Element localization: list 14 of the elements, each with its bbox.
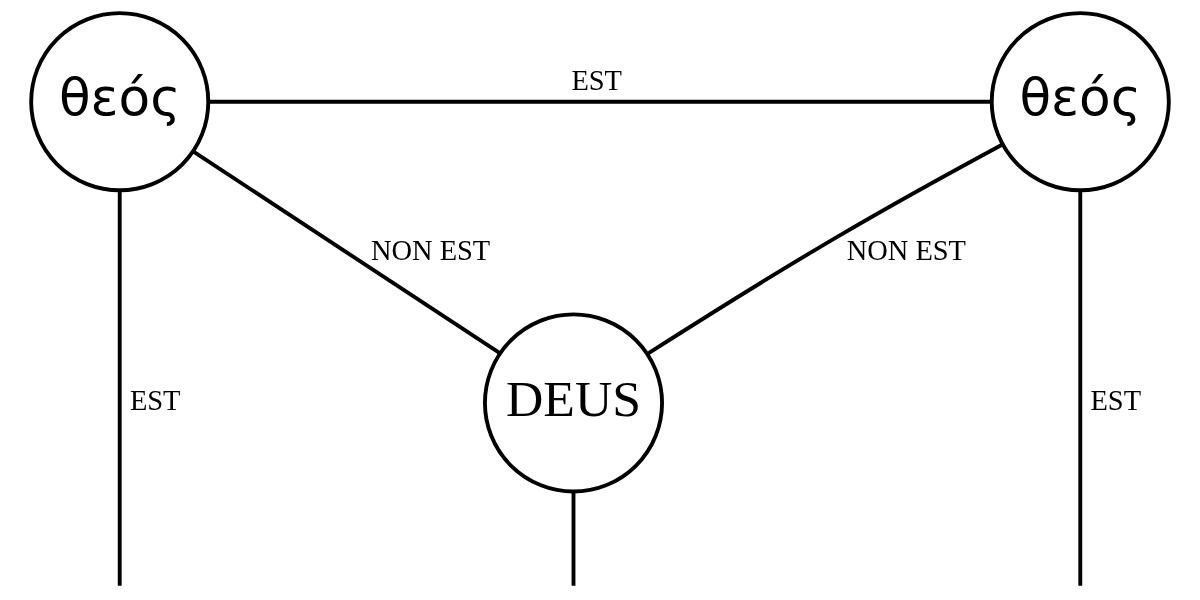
connector <box>192 149 501 355</box>
connector <box>208 99 992 104</box>
connector <box>571 491 576 586</box>
connector <box>646 142 1004 356</box>
edge-label: NON EST <box>370 234 490 266</box>
connector <box>1078 190 1083 586</box>
node-circle: θεός <box>989 11 1171 193</box>
node-circle: DEUS <box>483 312 664 494</box>
edge-label: EST <box>1090 385 1141 417</box>
connector <box>117 190 122 586</box>
edge-label: EST <box>129 385 180 417</box>
edge-label: NON EST <box>846 234 966 266</box>
node-circle: θεός <box>29 11 211 193</box>
edge-label: EST <box>571 64 622 96</box>
